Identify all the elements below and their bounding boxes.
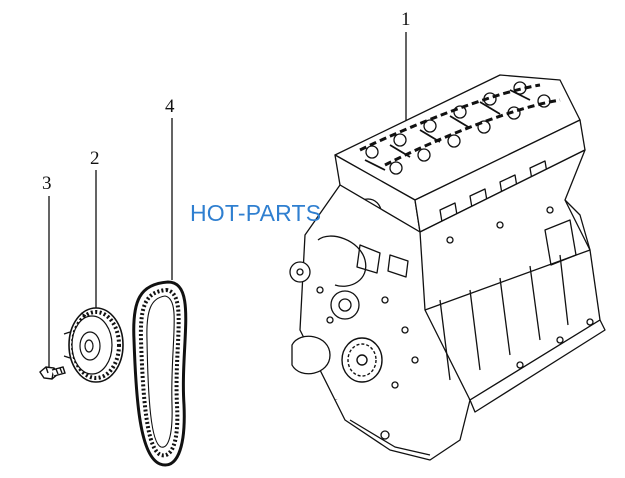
callout-3-label: 3 bbox=[42, 173, 52, 194]
callout-2: 2 bbox=[90, 148, 100, 308]
timing-belt-part bbox=[132, 280, 188, 467]
callout-1: 1 bbox=[401, 9, 411, 123]
watermark-text: HOT-PARTS bbox=[190, 200, 322, 226]
callout-1-label: 1 bbox=[401, 9, 411, 30]
bolt-part bbox=[39, 366, 66, 380]
timing-pulley-part bbox=[63, 307, 124, 383]
callout-4-label: 4 bbox=[165, 96, 175, 117]
callout-3: 3 bbox=[42, 173, 52, 367]
callout-2-label: 2 bbox=[90, 148, 100, 169]
callout-4: 4 bbox=[165, 96, 175, 280]
engine-assembly-part bbox=[289, 74, 606, 461]
